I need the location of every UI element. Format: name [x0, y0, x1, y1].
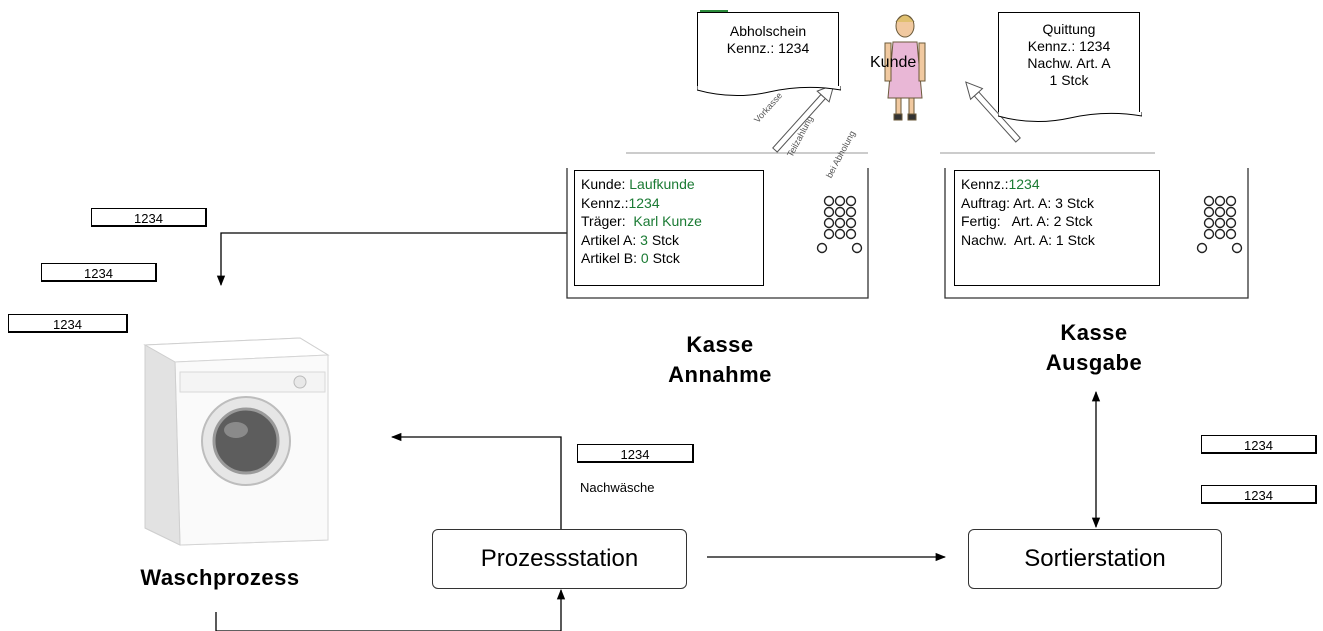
annahme-row-artikel-a: Artikel A: 3 Stck [581, 231, 680, 248]
annahme-row-kunde: Kunde: Laufkunde [581, 176, 695, 192]
receipt-quittung-line4: 1 Stck [1049, 72, 1089, 88]
receipt-abholschein: Abholschein Kennz.: 1234 [697, 12, 841, 97]
waschprozess-label: Waschprozess [140, 565, 300, 590]
receipt-abholschein-line1: Abholschein [729, 23, 807, 39]
customer-figure-icon [884, 14, 926, 121]
terminal-annahme-housing [566, 168, 869, 299]
receipt-quittung-line2: Kennz.: 1234 [1027, 38, 1111, 54]
arrow-prozess-to-wash [390, 432, 562, 530]
laundry-tag: 1234 [1201, 435, 1317, 454]
hollow-arrow-left [772, 83, 835, 153]
prozessstation-box: Prozessstation [432, 529, 687, 589]
receipt-abholschein-line2: Kennz.: 1234 [726, 40, 810, 56]
kasse-ausgabe-screen: Kennz.:1234 Auftrag: Art. A: 3 Stck Fert… [954, 170, 1160, 286]
receipt-quittung-line1: Quittung [1042, 21, 1096, 37]
annahme-row-traeger: Träger: Karl Kunze [581, 213, 702, 229]
ausgabe-row-auftrag: Auftrag: Art. A: 3 Stck [961, 194, 1095, 211]
arrow-annahme-to-wash [216, 232, 567, 287]
arrow-wash-to-prozess [215, 588, 566, 631]
keypad-ausgabe-icon [1196, 195, 1243, 254]
nachwaesche-label: Nachwäsche [580, 480, 655, 495]
laundry-tag: 1234 [91, 208, 207, 227]
washing-machine-icon [143, 337, 330, 546]
annahme-row-kennz: Kennz.:1234 [581, 194, 660, 211]
laundry-tag: 1234 [41, 263, 157, 282]
terminal-ausgabe-housing [944, 168, 1249, 299]
keypad-annahme-icon [816, 195, 863, 254]
laundry-tag: 1234 [1201, 485, 1317, 504]
ausgabe-row-nachw: Nachw. Art. A: 1 Stck [961, 231, 1095, 248]
ausgabe-row-fertig: Fertig: Art. A: 2 Stck [961, 213, 1093, 229]
sortierstation-box: Sortierstation [968, 529, 1222, 589]
receipt-quittung: Quittung Kennz.: 1234 Nachw. Art. A 1 St… [998, 12, 1142, 123]
annahme-row-artikel-b: Artikel B: 0 Stck [581, 250, 680, 266]
nachwaesche-tag: 1234 [577, 444, 694, 463]
receipt-quittung-line3: Nachw. Art. A [1027, 55, 1111, 71]
laundry-tag: 1234 [8, 314, 128, 333]
kasse-annahme-screen: Kunde: Laufkunde Kennz.:1234 Träger: Kar… [574, 170, 764, 286]
customer-label: Kunde [870, 54, 917, 71]
ausgabe-row-kennz: Kennz.:1234 [961, 176, 1040, 192]
